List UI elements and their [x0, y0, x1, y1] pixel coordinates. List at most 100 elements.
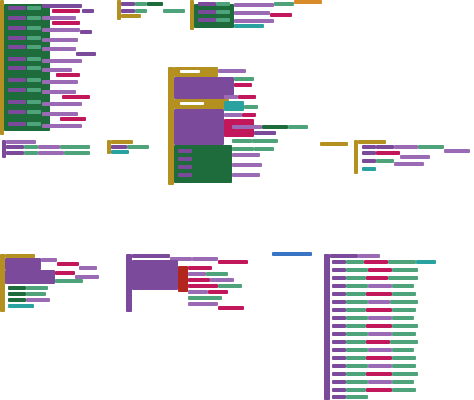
- block-segment[interactable]: [332, 300, 346, 304]
- block-segment[interactable]: [362, 145, 376, 149]
- block-segment[interactable]: [346, 276, 366, 280]
- block-segment[interactable]: [188, 302, 218, 306]
- block-segment[interactable]: [368, 332, 392, 336]
- block-segment[interactable]: [8, 36, 26, 40]
- block-segment[interactable]: [216, 10, 230, 14]
- block-segment[interactable]: [324, 254, 330, 400]
- block-segment[interactable]: [188, 272, 206, 276]
- block-segment[interactable]: [368, 380, 392, 384]
- block-segment[interactable]: [57, 262, 79, 266]
- block-segment[interactable]: [8, 57, 26, 61]
- block-segment[interactable]: [6, 151, 24, 155]
- block-segment[interactable]: [392, 348, 414, 352]
- block-segment[interactable]: [270, 13, 292, 17]
- block-segment[interactable]: [42, 68, 72, 72]
- block-segment[interactable]: [135, 9, 147, 13]
- block-segment[interactable]: [135, 2, 147, 6]
- block-segment[interactable]: [208, 290, 228, 294]
- block-input-slot[interactable]: [180, 70, 200, 73]
- block-segment[interactable]: [320, 142, 348, 146]
- block-segment[interactable]: [5, 270, 55, 284]
- block-segment[interactable]: [332, 268, 346, 272]
- block-segment[interactable]: [170, 257, 192, 261]
- block-segment[interactable]: [392, 284, 414, 288]
- block-segment[interactable]: [346, 395, 368, 399]
- block-segment[interactable]: [368, 364, 392, 368]
- block-segment[interactable]: [218, 284, 242, 288]
- block-segment[interactable]: [8, 122, 26, 126]
- block-segment[interactable]: [178, 173, 192, 177]
- procedure-block-mid-left-2[interactable]: [107, 140, 157, 156]
- block-segment[interactable]: [62, 95, 90, 99]
- block-segment[interactable]: [174, 109, 224, 145]
- block-segment[interactable]: [232, 153, 260, 157]
- block-segment[interactable]: [2, 140, 6, 158]
- block-segment[interactable]: [56, 73, 80, 77]
- block-segment[interactable]: [252, 139, 278, 143]
- block-segment[interactable]: [332, 388, 346, 392]
- block-segment[interactable]: [27, 78, 41, 82]
- block-segment[interactable]: [24, 151, 38, 155]
- procedure-block-mid-left[interactable]: [2, 140, 102, 160]
- block-segment[interactable]: [376, 145, 394, 149]
- block-segment[interactable]: [26, 286, 48, 290]
- block-segment[interactable]: [332, 356, 346, 360]
- block-segment[interactable]: [26, 298, 50, 302]
- block-segment[interactable]: [42, 38, 78, 42]
- block-segment[interactable]: [27, 88, 41, 92]
- block-segment[interactable]: [111, 150, 129, 154]
- block-segment[interactable]: [75, 275, 99, 279]
- block-segment[interactable]: [368, 316, 392, 320]
- block-segment[interactable]: [26, 292, 46, 296]
- block-segment[interactable]: [8, 16, 26, 20]
- block-segment[interactable]: [400, 155, 430, 159]
- block-segment[interactable]: [416, 260, 436, 264]
- block-segment[interactable]: [390, 340, 418, 344]
- block-segment[interactable]: [244, 105, 258, 109]
- block-segment[interactable]: [224, 101, 244, 111]
- block-segment[interactable]: [126, 254, 132, 312]
- block-segment[interactable]: [262, 125, 288, 129]
- block-segment[interactable]: [392, 268, 418, 272]
- block-segment[interactable]: [27, 110, 41, 114]
- block-segment[interactable]: [41, 258, 57, 262]
- block-segment[interactable]: [288, 125, 308, 129]
- block-segment[interactable]: [27, 57, 41, 61]
- event-block-top-left[interactable]: [0, 0, 110, 135]
- block-segment[interactable]: [8, 26, 26, 30]
- block-segment[interactable]: [394, 145, 418, 149]
- block-segment[interactable]: [76, 52, 96, 56]
- block-segment[interactable]: [42, 28, 80, 32]
- block-segment[interactable]: [121, 9, 135, 13]
- block-segment[interactable]: [254, 147, 274, 151]
- block-segment[interactable]: [392, 380, 414, 384]
- block-segment[interactable]: [8, 66, 26, 70]
- block-segment[interactable]: [8, 304, 34, 308]
- block-segment[interactable]: [8, 78, 26, 82]
- event-block-top-mid[interactable]: [117, 0, 187, 20]
- block-segment[interactable]: [368, 284, 392, 288]
- block-segment[interactable]: [188, 278, 210, 282]
- block-segment[interactable]: [366, 356, 392, 360]
- block-segment[interactable]: [368, 348, 392, 352]
- block-segment[interactable]: [27, 100, 41, 104]
- block-segment[interactable]: [364, 260, 388, 264]
- block-segment[interactable]: [332, 372, 346, 376]
- block-segment[interactable]: [206, 272, 228, 276]
- block-segment[interactable]: [242, 113, 256, 117]
- block-segment[interactable]: [42, 4, 82, 8]
- block-segment[interactable]: [27, 26, 41, 30]
- event-block-bottom-right[interactable]: [272, 252, 442, 400]
- block-segment[interactable]: [24, 145, 38, 149]
- block-segment[interactable]: [234, 19, 274, 23]
- block-segment[interactable]: [0, 0, 4, 135]
- block-segment[interactable]: [358, 254, 380, 258]
- block-segment[interactable]: [272, 252, 312, 256]
- block-segment[interactable]: [216, 2, 230, 6]
- block-segment[interactable]: [368, 268, 392, 272]
- block-segment[interactable]: [332, 284, 346, 288]
- event-block-mid-right[interactable]: [318, 140, 474, 180]
- block-segment[interactable]: [210, 278, 234, 282]
- block-segment[interactable]: [42, 16, 76, 20]
